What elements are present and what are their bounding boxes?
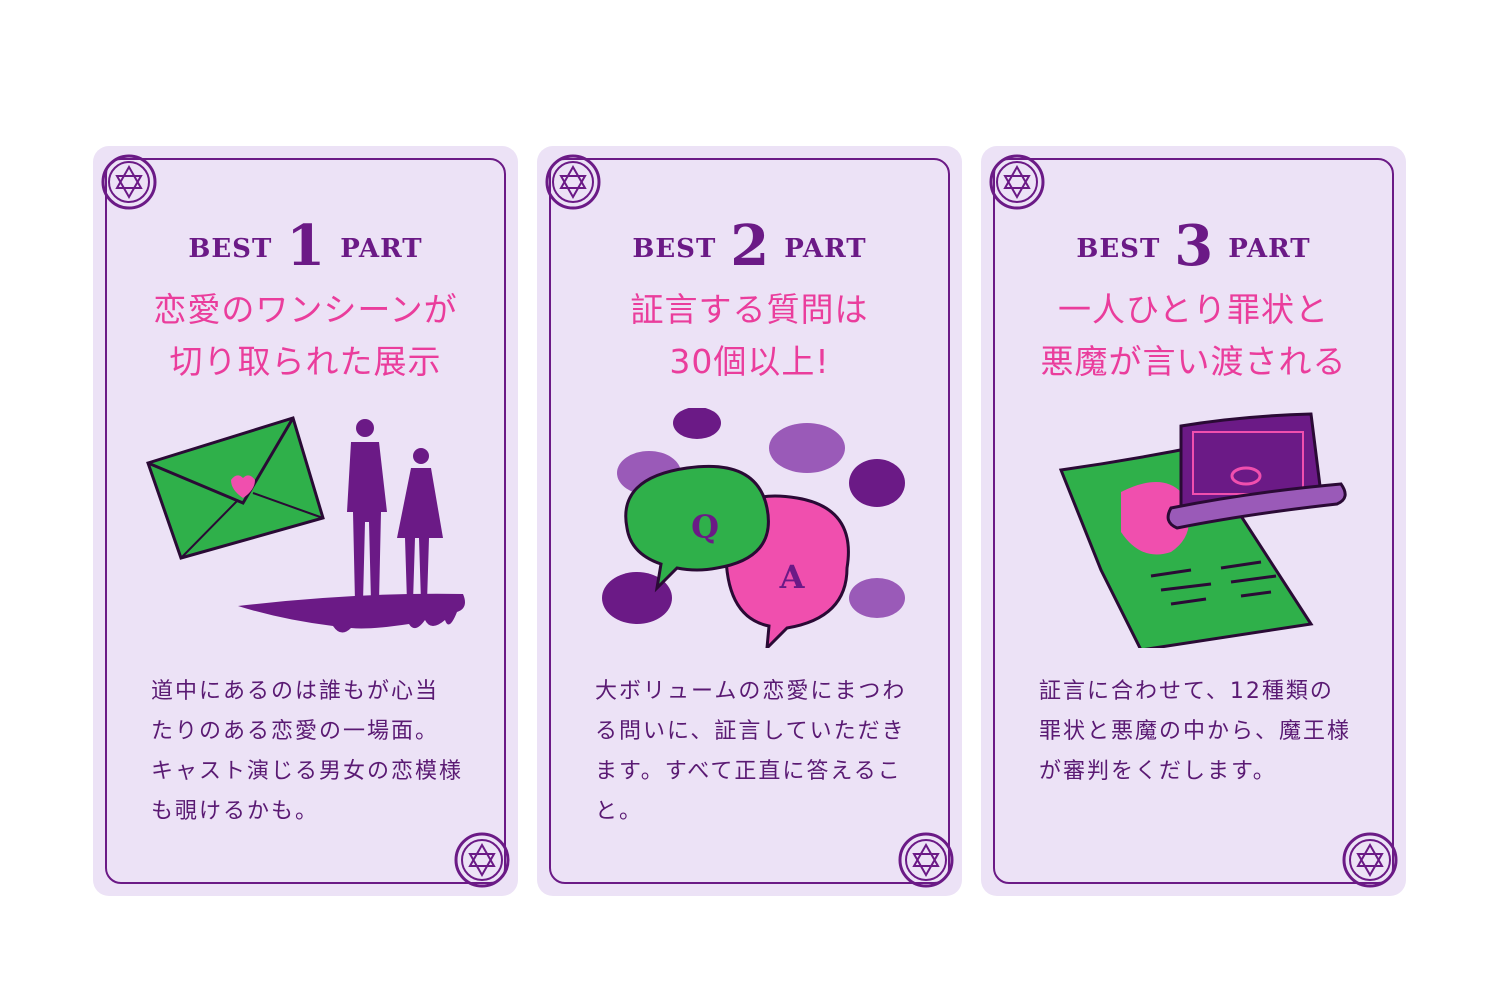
hexagram-seal-icon: [989, 154, 1045, 210]
card-best-1: BEST 1 PART 恋愛のワンシーンが 切り取られた展示 道中にあるのは誰も…: [93, 146, 518, 896]
best-heading: BEST 3 PART: [1076, 213, 1311, 279]
speech-bubbles-illustration: A Q: [602, 408, 905, 648]
card-frame: [993, 158, 1394, 884]
card-title: 恋愛のワンシーンが 切り取られた展示: [153, 290, 458, 381]
card-description: 証言に合わせて、12種類の 罪状と悪魔の中から、魔王様 が審判をくだします。: [1039, 679, 1352, 784]
best-heading: BEST 1 PART: [188, 213, 423, 279]
couple-silhouette-icon: [238, 419, 465, 633]
svg-text:Q: Q: [691, 508, 719, 546]
card-best-3: BEST 3 PART 一人ひとり罪状と 悪魔が言い渡される 証: [981, 146, 1406, 896]
hexagram-seal-icon: [898, 832, 954, 888]
envelope-icon: [146, 416, 325, 560]
hexagram-seal-icon: [454, 832, 510, 888]
svg-text:A: A: [779, 558, 806, 596]
card-best-2: BEST 2 PART 証言する質問は 30個以上! A Q 大ボリュームの恋愛…: [537, 146, 962, 896]
hexagram-seal-icon: [1342, 832, 1398, 888]
question-bubble-icon: Q: [624, 464, 770, 593]
card-description: 大ボリュームの恋愛にまつわ る問いに、証言していただき ます。すべて正直に答える…: [595, 679, 907, 824]
card-frame: [105, 158, 506, 884]
scroll-document-illustration: [1058, 412, 1347, 648]
card-description: 道中にあるのは誰もが心当 たりのある恋愛の一場面。 キャスト演じる男女の恋模様 …: [151, 679, 464, 824]
envelope-couple-illustration: [146, 416, 465, 633]
small-speech-bubble-icon: [602, 408, 905, 624]
small-speech-bubble-icon: [617, 423, 905, 618]
best-heading: BEST 2 PART: [632, 213, 867, 279]
hexagram-seal-icon: [545, 154, 601, 210]
document-icon: [1058, 444, 1314, 648]
scroll-icon: [1166, 412, 1347, 530]
hexagram-seal-icon: [101, 154, 157, 210]
card-title: 証言する質問は 30個以上!: [630, 290, 869, 381]
card-title: 一人ひとり罪状と 悪魔が言い渡される: [1040, 290, 1347, 381]
card-frame: [549, 158, 950, 884]
